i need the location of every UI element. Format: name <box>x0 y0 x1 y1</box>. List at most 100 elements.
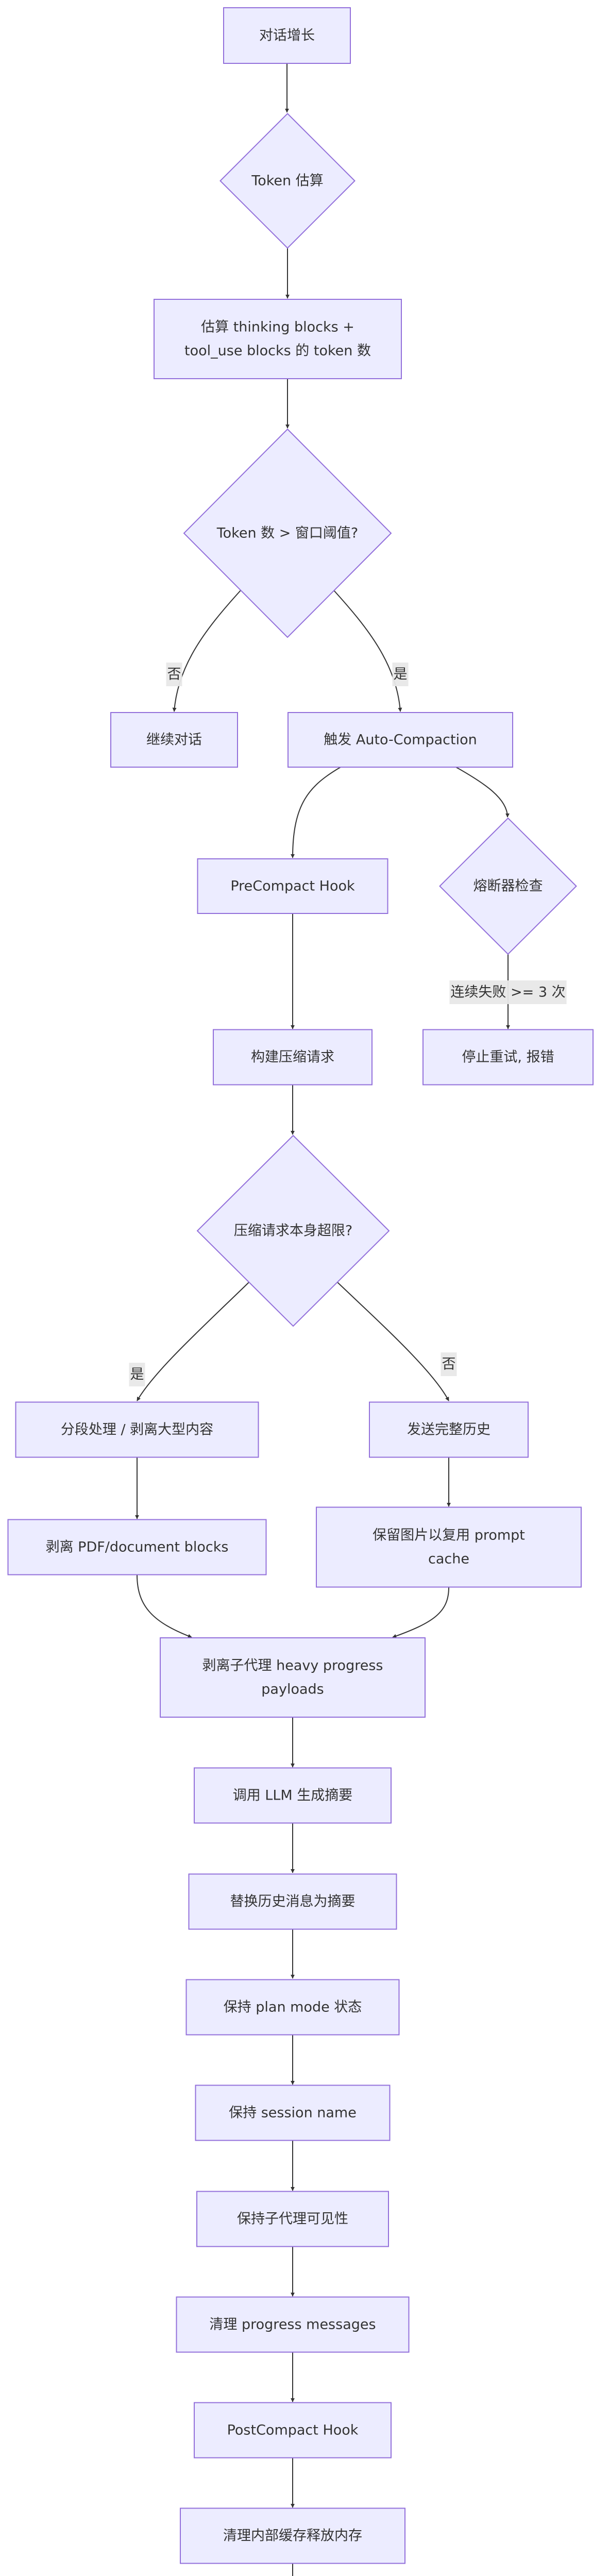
node-stop: 停止重试, 报错 <box>422 1029 594 1086</box>
node-estimate-blocks: 估算 thinking blocks + tool_use blocks 的 to… <box>154 299 402 379</box>
node-label: 构建压缩请求 <box>251 1049 334 1065</box>
process-box <box>196 2191 389 2247</box>
node-label: 保持 session name <box>229 2105 357 2121</box>
edge-label-background <box>392 663 409 686</box>
edge-threshold-to-trigger <box>333 590 402 712</box>
edges <box>135 63 510 2576</box>
node-threshold: Token 数 > 窗口阈值? <box>183 428 392 638</box>
edge-label: 否 <box>166 663 182 686</box>
edge-strip-pdf-to-strip-subagent <box>137 1574 192 1638</box>
edge-label: 是 <box>129 1363 145 1386</box>
node-label: 触发 Auto-Compaction <box>324 732 477 748</box>
edge-over-limit-to-send-full <box>336 1281 449 1401</box>
node-label: 保持子代理可见性 <box>237 2211 348 2227</box>
edge-trigger-to-precompact <box>291 767 341 858</box>
node-label: Token 数 > 窗口阈值? <box>216 526 359 541</box>
edge-labels: 否是连续失败 >= 3 次是否 <box>129 663 567 1386</box>
node-label: 继续对话 <box>146 732 202 748</box>
process-box <box>369 1401 529 1458</box>
process-box <box>223 7 351 64</box>
node-call-llm: 调用 LLM 生成摘要 <box>194 1767 392 1824</box>
node-session-name: 保持 session name <box>195 2084 391 2141</box>
node-label: 对话增长 <box>259 28 315 44</box>
node-precompact: PreCompact Hook <box>197 858 388 914</box>
edge-label-text: 是 <box>394 667 408 683</box>
edge-label-background <box>441 1352 457 1376</box>
node-build: 构建压缩请求 <box>213 1029 373 1086</box>
node-segment: 分段处理 / 剥离大型内容 <box>15 1401 259 1458</box>
node-trigger: 触发 Auto-Compaction <box>287 712 513 768</box>
process-box <box>188 1873 397 1930</box>
node-clean-progress: 清理 progress messages <box>176 2296 410 2353</box>
process-box <box>194 2402 392 2459</box>
node-label: payloads <box>261 1682 324 1698</box>
edge-label-text: 是 <box>130 1367 144 1383</box>
process-box <box>213 1029 373 1086</box>
edge-label: 是 <box>392 663 409 686</box>
process-box <box>185 1979 400 2036</box>
edge-over-limit-to-segment <box>137 1281 250 1401</box>
node-free-cache: 清理内部缓存释放内存 <box>180 2507 405 2564</box>
node-breaker: 熔断器检查 <box>439 817 577 955</box>
node-postcompact: PostCompact Hook <box>194 2402 392 2459</box>
node-label: PreCompact Hook <box>230 878 355 894</box>
decision-diamond <box>183 428 392 638</box>
edge-label: 连续失败 >= 3 次 <box>449 980 567 1004</box>
edge-label-background <box>449 980 567 1004</box>
node-label: 替换历史消息为摘要 <box>230 1894 356 1910</box>
process-box <box>15 1401 259 1458</box>
process-box <box>197 858 388 914</box>
process-box <box>287 712 513 768</box>
node-label: 清理 progress messages <box>209 2317 376 2333</box>
node-label: 清理内部缓存释放内存 <box>223 2528 362 2544</box>
edge-label-text: 否 <box>442 1357 456 1372</box>
node-label: 停止重试, 报错 <box>462 1049 554 1065</box>
edge-label-background <box>166 663 182 686</box>
process-box <box>7 1519 267 1575</box>
process-box <box>154 299 402 379</box>
node-label: 剥离子代理 heavy progress <box>202 1658 383 1674</box>
node-plan-mode: 保持 plan mode 状态 <box>185 1979 400 2036</box>
process-box <box>422 1029 594 1086</box>
node-label: 分段处理 / 剥离大型内容 <box>61 1422 213 1438</box>
node-label: 保持 plan mode 状态 <box>224 1999 362 2015</box>
edge-label: 否 <box>441 1352 457 1376</box>
node-label: PostCompact Hook <box>227 2422 359 2438</box>
process-box <box>110 712 238 768</box>
node-keep-images: 保留图片以复用 prompt cache <box>316 1506 582 1588</box>
node-label: 估算 thinking blocks + <box>201 319 354 335</box>
edge-label-text: 连续失败 >= 3 次 <box>450 985 565 1001</box>
node-label: Token 估算 <box>251 173 323 189</box>
node-continue: 继续对话 <box>110 712 238 768</box>
process-box <box>176 2296 410 2353</box>
node-label: 熔断器检查 <box>473 878 543 894</box>
decision-diamond <box>439 817 577 955</box>
edge-label-text: 否 <box>167 667 181 683</box>
node-grow: 对话增长 <box>223 7 351 64</box>
node-estimate: Token 估算 <box>219 113 356 249</box>
node-replace: 替换历史消息为摘要 <box>188 1873 397 1930</box>
edge-trigger-to-breaker <box>455 767 510 818</box>
node-label: 发送完整历史 <box>407 1422 490 1438</box>
decision-diamond <box>219 113 356 249</box>
node-label: cache <box>428 1551 469 1567</box>
node-label: 保留图片以复用 prompt <box>373 1528 525 1544</box>
edge-threshold-to-continue <box>172 590 241 712</box>
process-box <box>194 1767 392 1824</box>
process-box <box>160 1637 426 1718</box>
node-label: 剥离 PDF/document blocks <box>46 1539 229 1555</box>
node-label: 压缩请求本身超限? <box>234 1223 352 1239</box>
node-subagent-vis: 保持子代理可见性 <box>196 2191 389 2247</box>
edge-keep-images-to-strip-subagent <box>392 1587 449 1638</box>
node-strip-pdf: 剥离 PDF/document blocks <box>7 1519 267 1575</box>
node-over-limit: 压缩请求本身超限? <box>196 1134 390 1327</box>
decision-diamond <box>196 1134 390 1327</box>
edge-label-background <box>129 1363 145 1386</box>
process-box <box>316 1506 582 1588</box>
node-send-full: 发送完整历史 <box>369 1401 529 1458</box>
node-label: tool_use blocks 的 token 数 <box>184 343 371 359</box>
process-box <box>195 2084 391 2141</box>
process-box <box>180 2507 405 2564</box>
